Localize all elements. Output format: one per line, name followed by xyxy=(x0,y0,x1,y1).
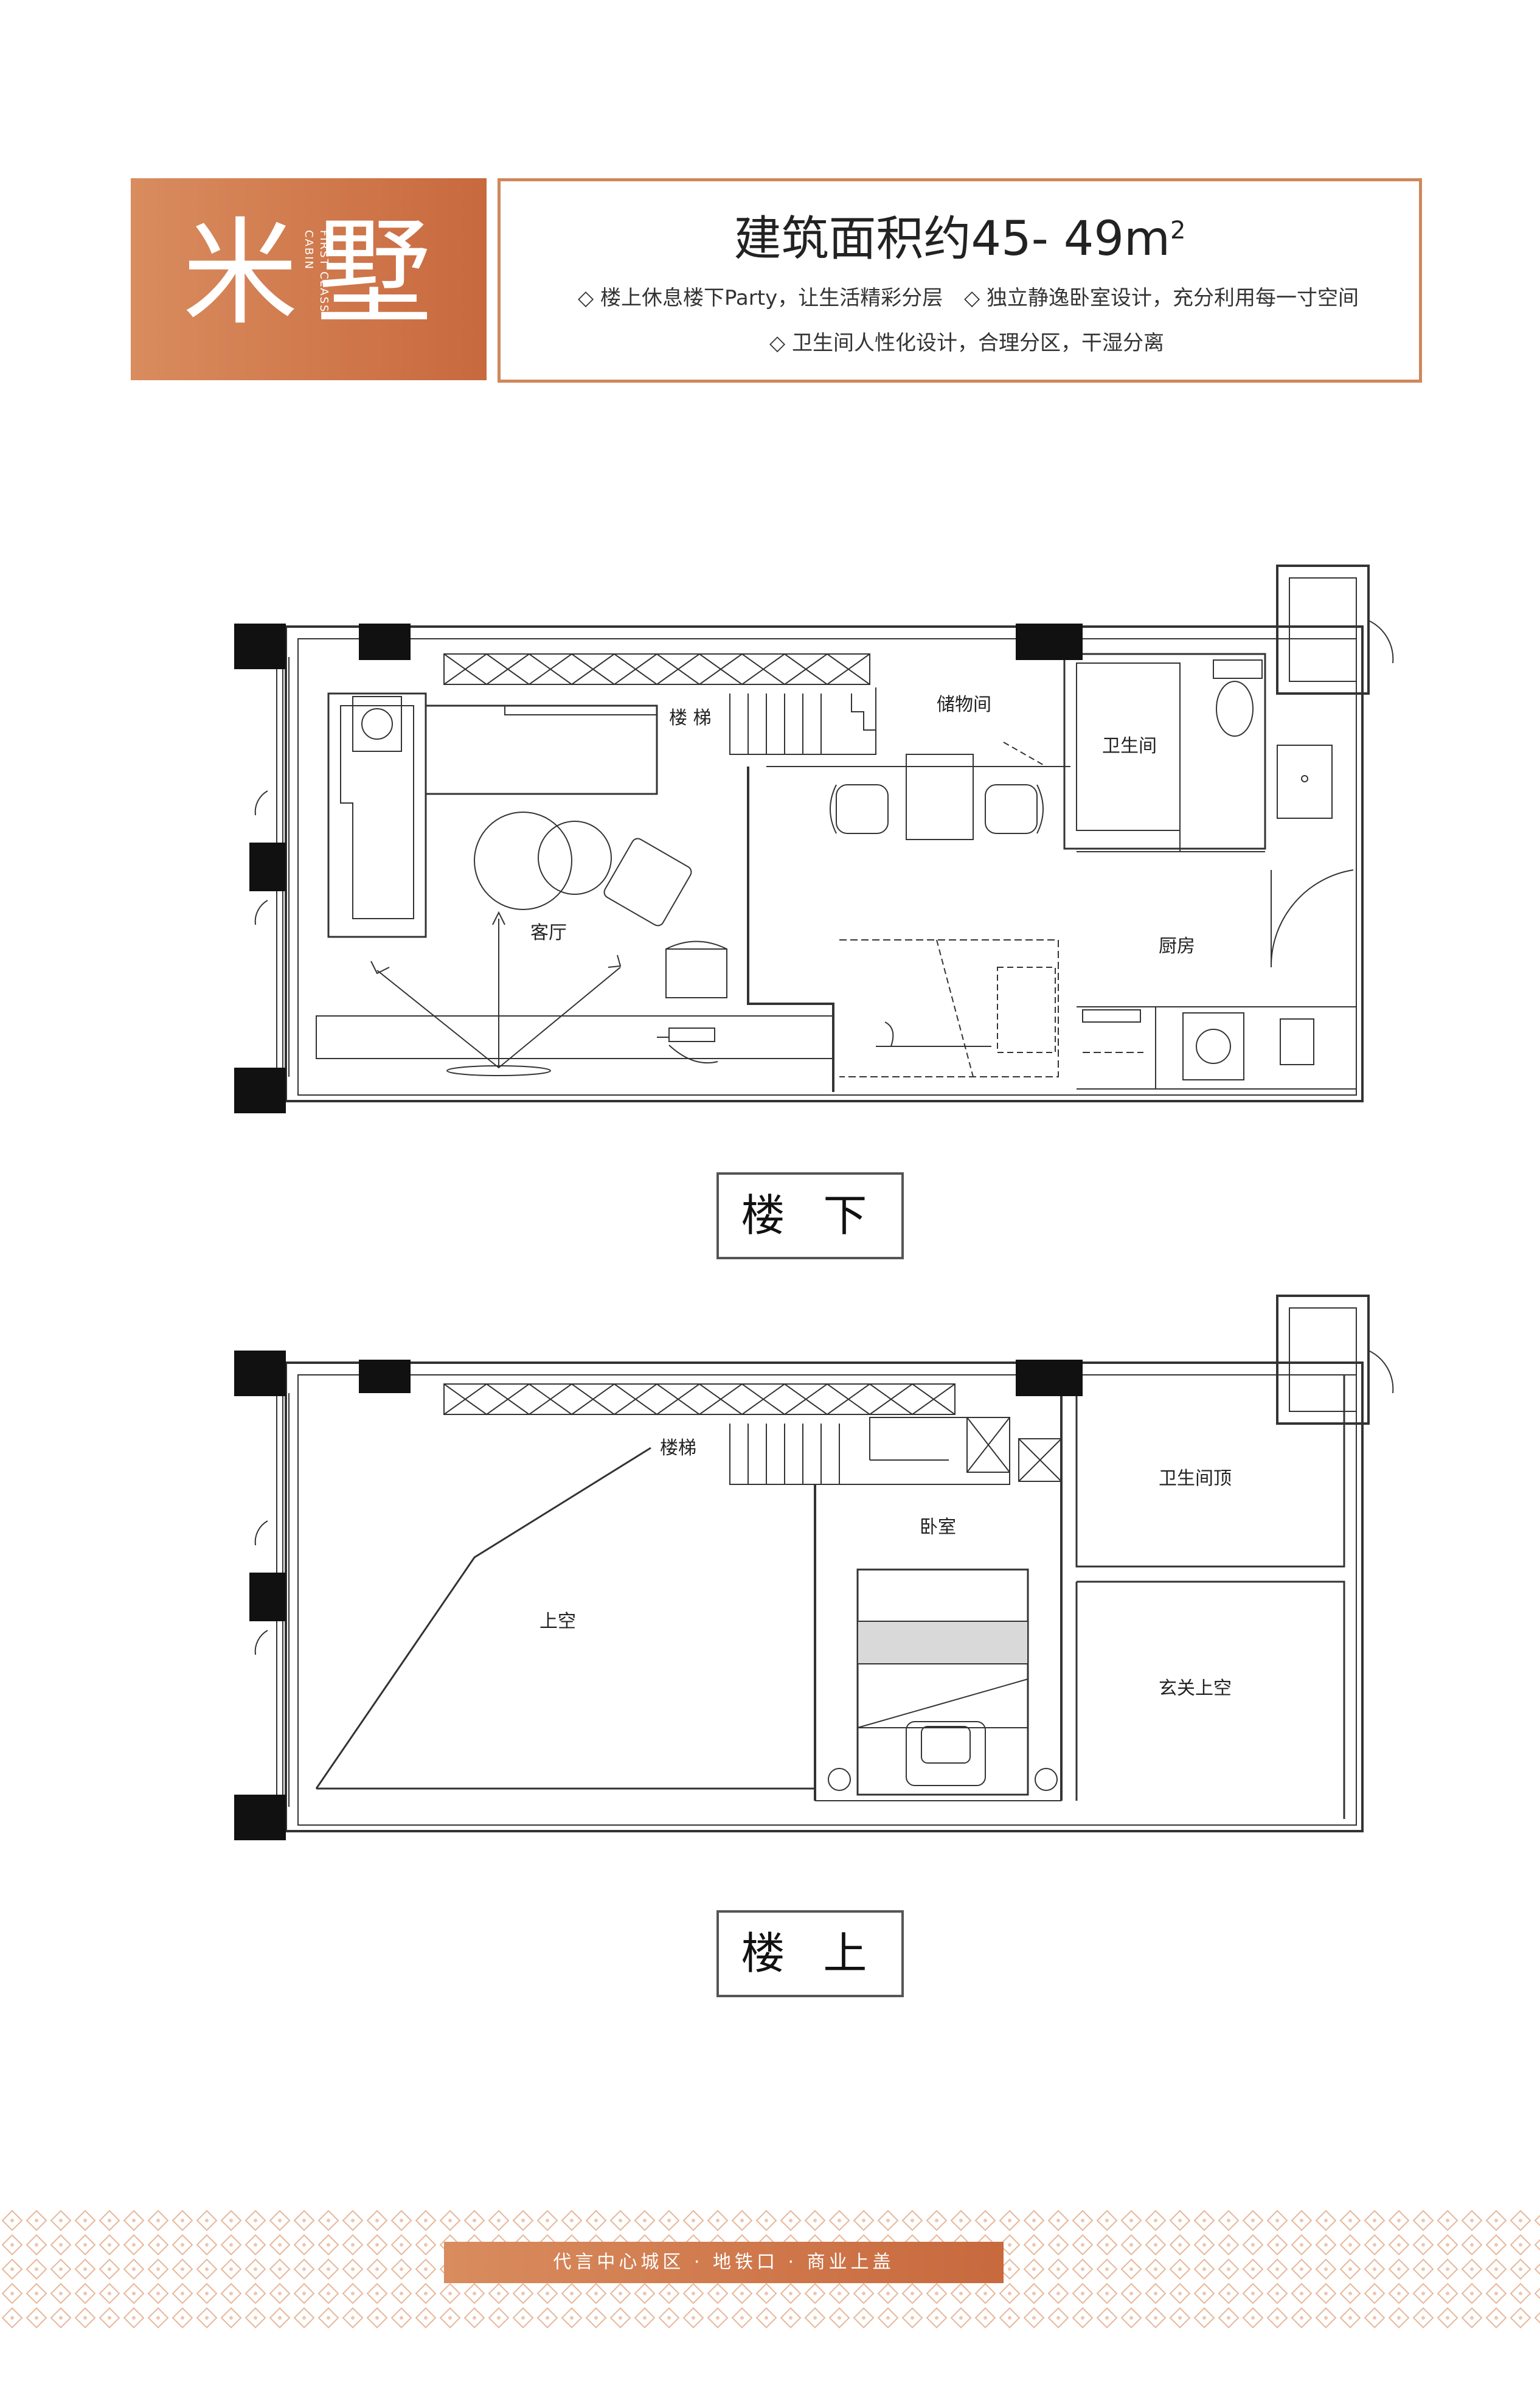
feature-2: ◇ 独立静逸卧室设计，充分利用每一寸空间 xyxy=(964,286,1359,310)
floor-label-upper: 楼 上 xyxy=(716,1910,904,1997)
area-text: 建筑面积约45- 49m xyxy=(734,212,1170,266)
room-label-stairs-upper: 楼梯 xyxy=(660,1438,696,1459)
area-heading: 建筑面积约45- 49m2 xyxy=(498,201,1422,269)
project-title: 米墅 xyxy=(182,206,451,341)
title-block xyxy=(131,178,487,380)
room-label-bath-ceiling: 卫生间顶 xyxy=(1159,1468,1232,1489)
room-label-storage: 储物间 xyxy=(937,694,991,715)
area-superscript: 2 xyxy=(1170,217,1186,245)
project-subtitle-en: FIRST CLASS CABIN xyxy=(302,230,330,313)
room-label-kitchen: 厨房 xyxy=(1159,936,1195,957)
room-label-living: 客厅 xyxy=(530,922,567,944)
room-label-stairs-lower: 楼 梯 xyxy=(669,708,712,729)
upper-floor-plan: 楼梯 卧室 上空 卫生间顶 玄关上空 xyxy=(234,1295,1394,1840)
room-label-void: 上空 xyxy=(539,1611,576,1632)
lower-outer-wall xyxy=(285,625,1364,1102)
lower-floor-plan: 楼 梯 储物间 卫生间 客厅 厨房 xyxy=(234,565,1394,1113)
room-label-entry-void: 玄关上空 xyxy=(1159,1678,1232,1699)
feature-1: ◇ 楼上休息楼下Party，让生活精彩分层 xyxy=(578,286,943,310)
room-label-bathroom: 卫生间 xyxy=(1102,735,1157,757)
room-label-bedroom: 卧室 xyxy=(920,1517,956,1538)
footer-slogan: 代言中心城区 · 地铁口 · 商业上盖 xyxy=(444,2242,1004,2283)
info-box xyxy=(498,178,1422,383)
floor-label-lower: 楼 下 xyxy=(716,1172,904,1259)
feature-3: ◇ 卫生间人性化设计，合理分区，干湿分离 xyxy=(769,331,1164,355)
